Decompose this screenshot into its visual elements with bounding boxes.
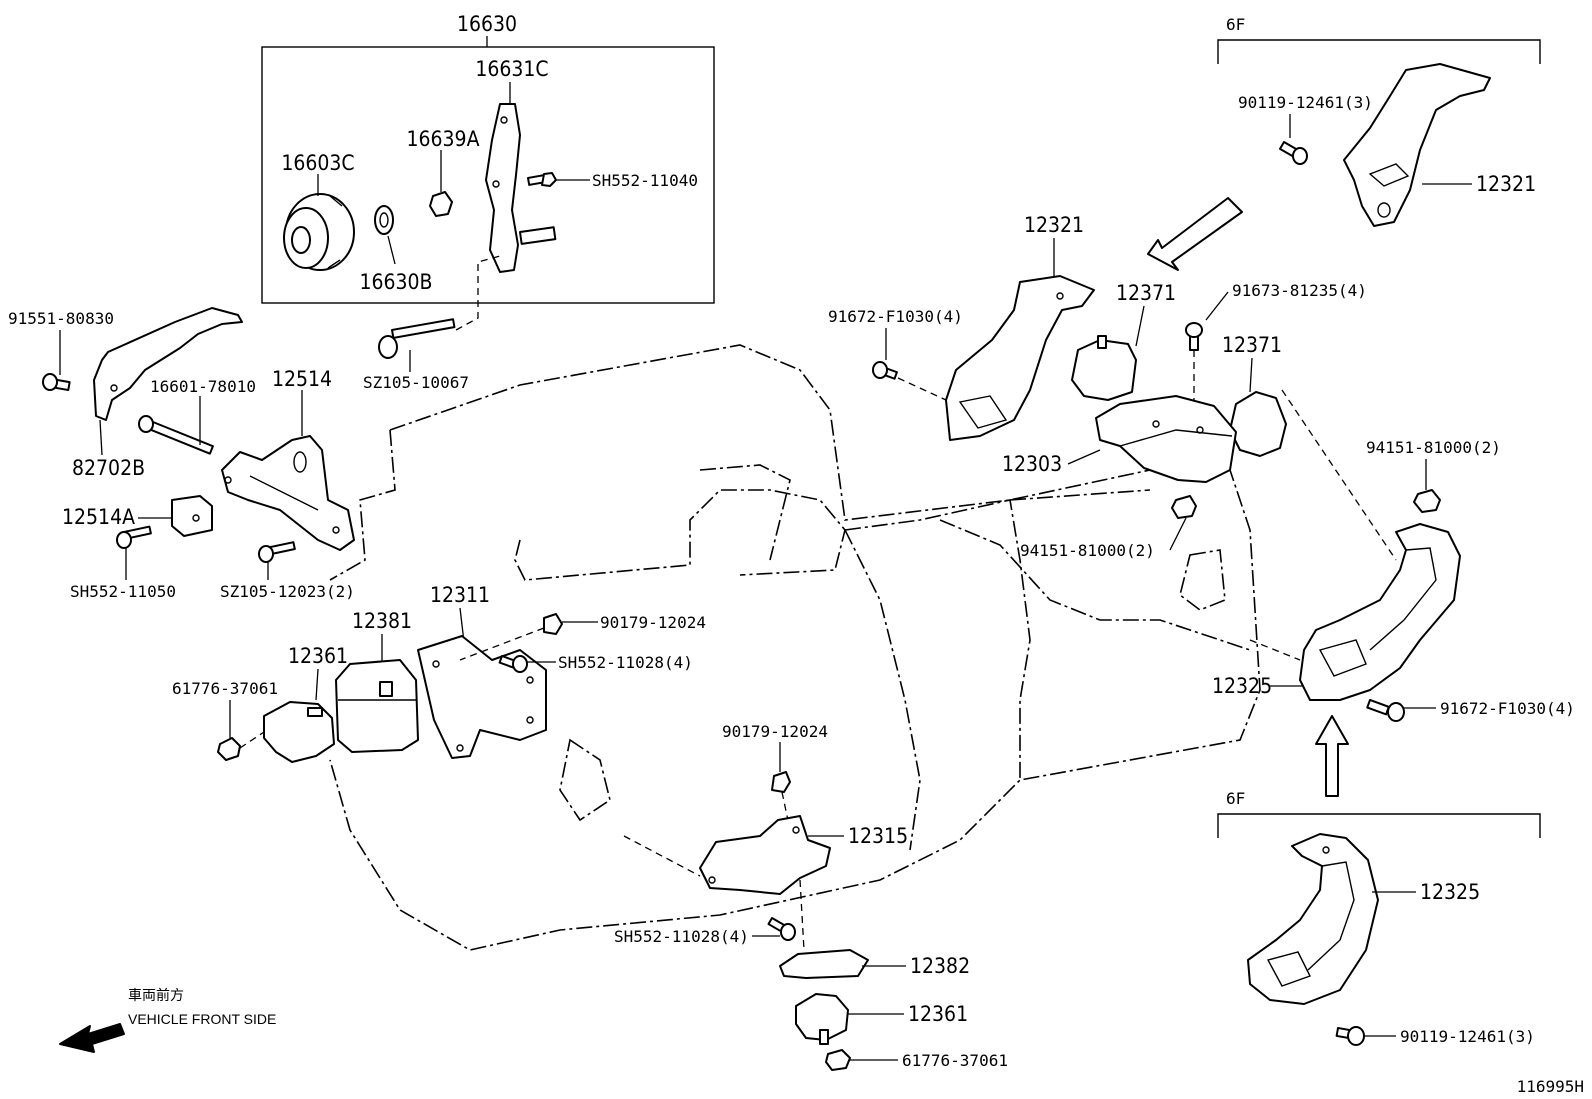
label-91672-F1030-upper: 91672-F1030(4) — [828, 307, 963, 326]
bracket-12325-bottom-part — [1247, 833, 1379, 1005]
label-SH552-11040: SH552-11040 — [592, 171, 698, 190]
bolt-90119-top-part — [1279, 140, 1308, 165]
label-90179-12024-lower: 90179-12024 — [722, 722, 828, 741]
label-94151-81000-right: 94151-81000(2) — [1366, 438, 1501, 457]
label-12514A: 12514A — [62, 505, 135, 529]
label-12361-left: 12361 — [288, 644, 348, 668]
bolt-91672-upper-part — [872, 361, 898, 380]
bracket-82702B-part — [93, 307, 243, 421]
small-bolt-part-b — [116, 525, 152, 549]
label-16630B: 16630B — [359, 270, 432, 294]
block-12514A-part — [171, 495, 213, 537]
label-12381: 12381 — [352, 609, 412, 633]
pulley-part — [283, 193, 355, 271]
label-16630: 16630 — [457, 12, 517, 36]
bolt-sh552-upper-part — [498, 655, 528, 673]
label-61776-37061-left: 61776-37061 — [172, 679, 278, 698]
nut-bottom-part — [825, 1049, 851, 1071]
label-SH552-11050: SH552-11050 — [70, 582, 176, 601]
label-91672-F1030-lower: 91672-F1030(4) — [1440, 699, 1575, 718]
bracket-12315-part — [699, 815, 831, 895]
label-SH552-11028-upper: SH552-11028(4) — [558, 653, 693, 672]
label-90179-12024-upper: 90179-12024 — [600, 613, 706, 632]
nut-part — [429, 191, 453, 217]
label-16631C: 16631C — [475, 57, 548, 81]
label-16603C: 16603C — [281, 151, 354, 175]
nut-left-part — [217, 737, 241, 761]
label-12371-a: 12371 — [1116, 281, 1176, 305]
bracket-12321-mid-part — [945, 275, 1095, 441]
bracket-12311-part — [417, 635, 547, 759]
label-12514: 12514 — [272, 367, 332, 391]
arrow-up-icon — [1315, 715, 1349, 797]
label-SZ105-10067: SZ105-10067 — [363, 373, 469, 392]
nut-94151-right-part — [1413, 489, 1441, 513]
label-SH552-11028-lower: SH552-11028(4) — [614, 927, 749, 946]
mount-12361-left-part — [263, 701, 335, 763]
arrow-front-icon — [59, 1023, 125, 1053]
label-6F-top: 6F — [1226, 15, 1245, 34]
label-16639A: 16639A — [406, 127, 479, 151]
label-6F-bottom: 6F — [1226, 789, 1245, 808]
label-12303: 12303 — [1002, 452, 1062, 476]
bolt-90119-bottom-part — [1335, 1026, 1365, 1046]
insulator-12382-part — [779, 949, 869, 979]
tensioner-group: 16630 16603C 16630B 16639A 16631C — [261, 12, 715, 304]
mount-12371-b-part — [1229, 391, 1287, 457]
label-12325-bottom: 12325 — [1420, 880, 1480, 904]
mount-12361-bottom-part — [795, 993, 849, 1041]
label-90119-12461-top: 90119-12461(3) — [1238, 93, 1373, 112]
label-94151-81000-mid: 94151-81000(2) — [1020, 541, 1155, 560]
label-12321-top: 12321 — [1476, 172, 1536, 196]
label-SZ105-12023: SZ105-12023(2) — [220, 582, 355, 601]
nut-94151-mid-part — [1171, 495, 1197, 519]
label-91551-80830: 91551-80830 — [8, 309, 114, 328]
nut-90179-lower-part — [771, 771, 791, 793]
label-16601-78010: 16601-78010 — [150, 377, 256, 396]
label-12371-b: 12371 — [1222, 333, 1282, 357]
tensioner-arm-part — [485, 103, 521, 273]
bolt-91672-lower-part — [1366, 699, 1405, 722]
label-12382: 12382 — [910, 954, 970, 978]
mount-12371-a-part — [1071, 339, 1137, 401]
label-12361-bottom: 12361 — [908, 1002, 968, 1026]
label-61776-37061-bottom: 61776-37061 — [902, 1051, 1008, 1070]
bolt-part — [527, 172, 557, 187]
label-91673-81235: 91673-81235(4) — [1232, 281, 1367, 300]
washer-part — [374, 205, 394, 235]
label-12311: 12311 — [430, 583, 490, 607]
bolt-91673-part — [1185, 322, 1203, 351]
diagram-id: 116995H — [1517, 1077, 1584, 1096]
bracket-12325-mid-part — [1299, 523, 1461, 701]
label-12315: 12315 — [848, 824, 908, 848]
nut-90179-upper-part — [543, 613, 563, 635]
group-bracket-top — [1217, 39, 1541, 64]
crossmember-12303-part — [1095, 395, 1237, 483]
small-bolt-part-a — [42, 373, 71, 392]
label-12325-mid: 12325 — [1212, 674, 1272, 698]
front-side-en: VEHICLE FRONT SIDE — [128, 1011, 276, 1027]
bracket-12514-part — [221, 435, 355, 551]
label-90119-12461-bottom: 90119-12461(3) — [1400, 1027, 1535, 1046]
transmission-outline — [329, 344, 1261, 951]
long-bolt-part — [378, 318, 456, 359]
group-box-16630 — [261, 46, 715, 304]
front-side-jp: 車両前方 — [128, 987, 184, 1003]
small-bolt-part-c — [258, 541, 296, 563]
stud-bolt-part — [138, 415, 214, 455]
label-12321-mid: 12321 — [1024, 213, 1084, 237]
bolt-sh552-lower-part — [767, 917, 796, 941]
insulator-12381-part — [335, 659, 419, 753]
label-82702B: 82702B — [72, 456, 145, 480]
arrow-down-left-icon — [1147, 197, 1243, 271]
bracket-12321-top-part — [1343, 63, 1491, 227]
group-bracket-bottom — [1217, 813, 1541, 838]
